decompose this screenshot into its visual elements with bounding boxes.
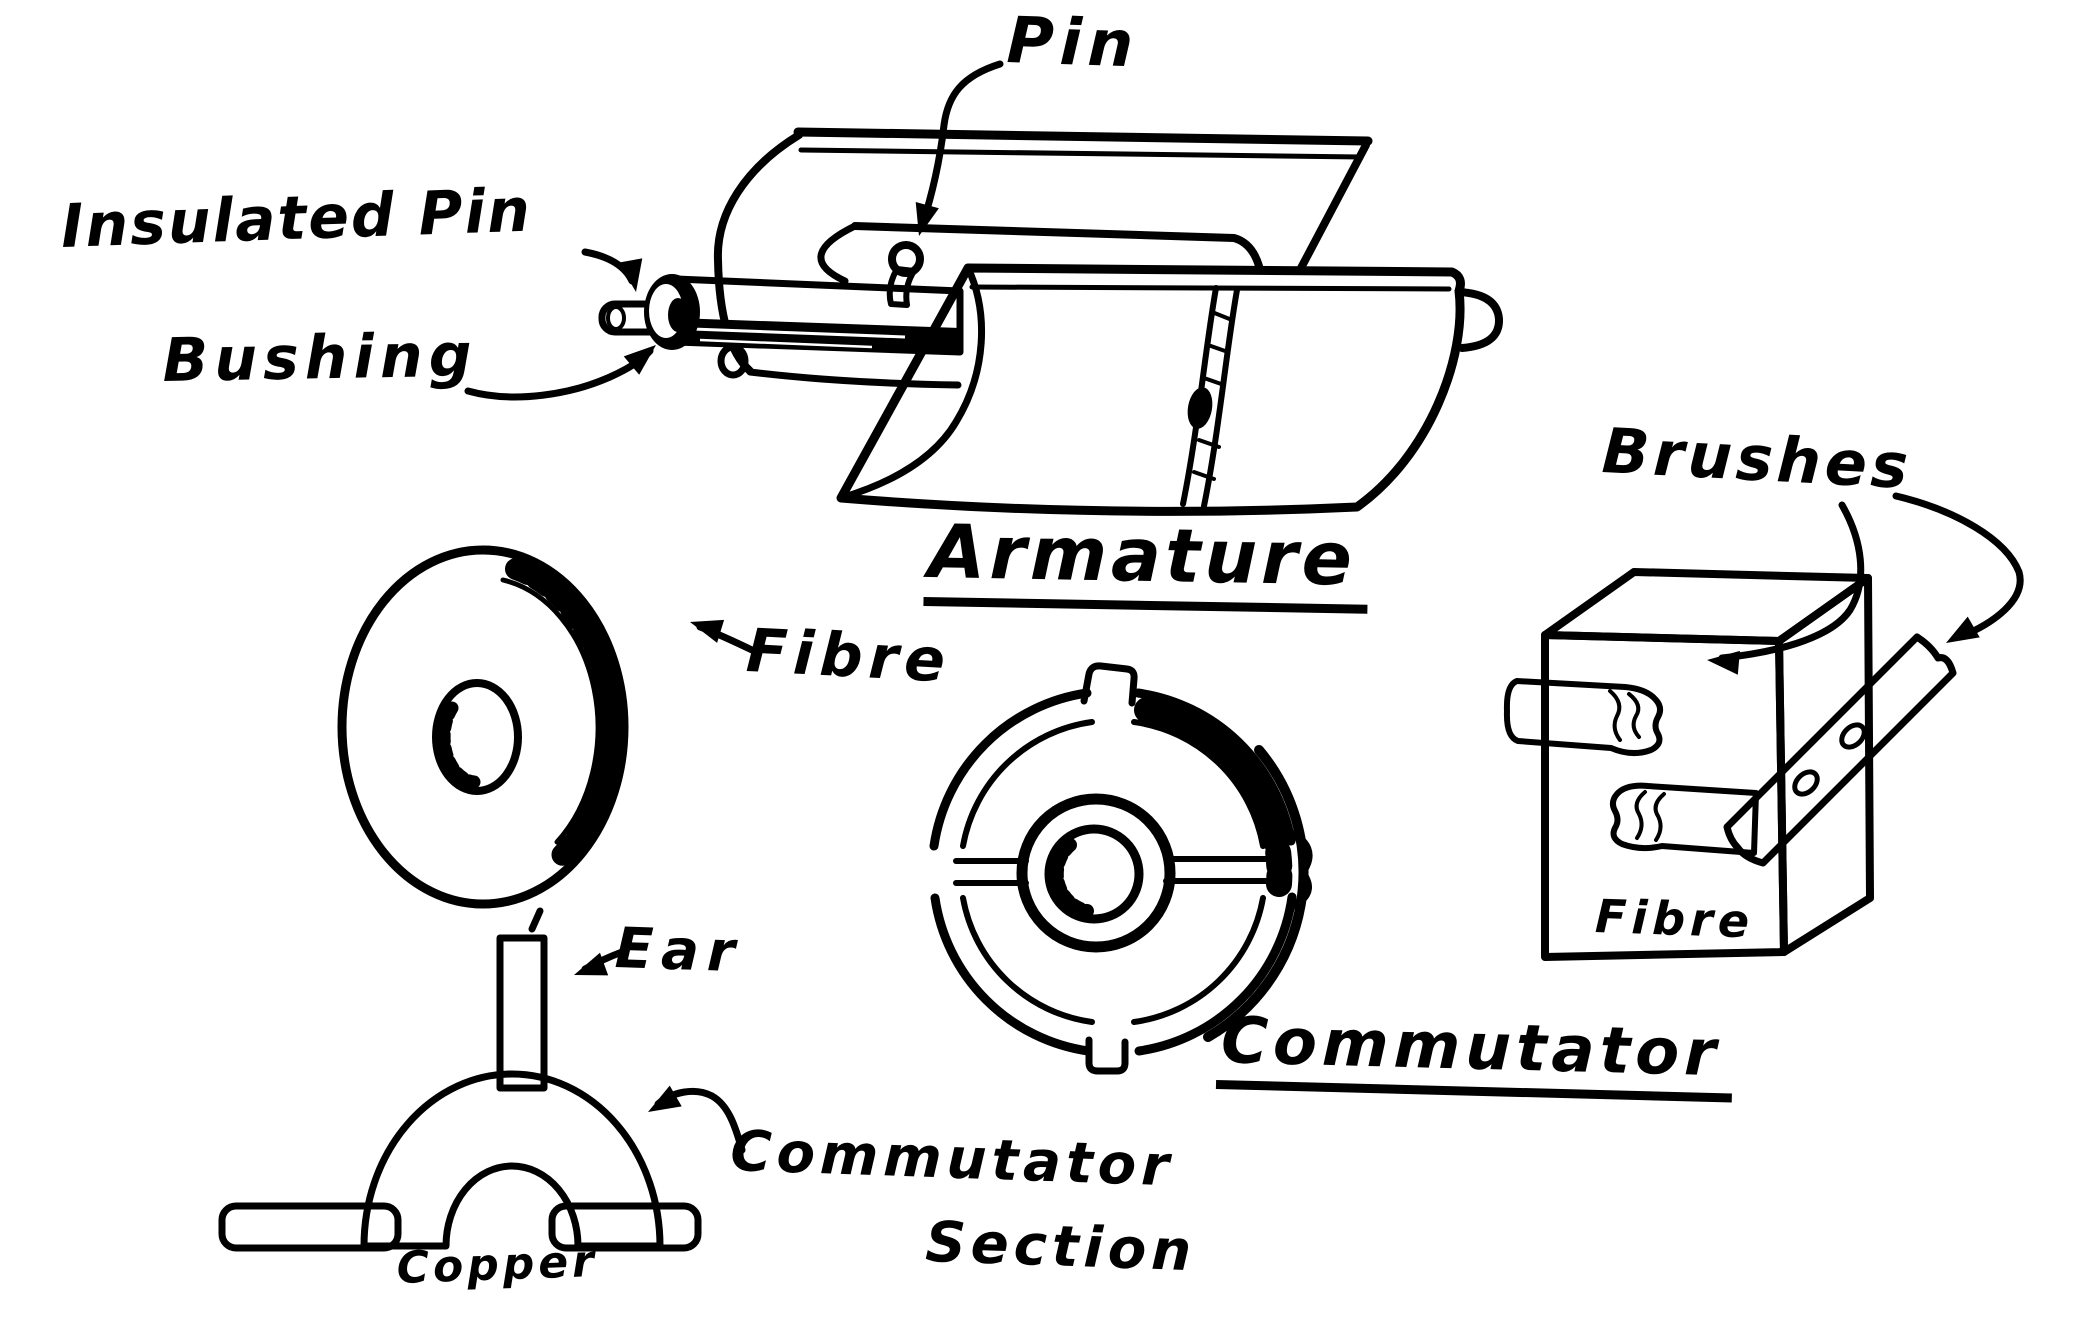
armature-title-text: Armature: [923, 509, 1369, 614]
commutator-top-tab: [1080, 662, 1138, 707]
commutator-section-line2: Section: [924, 1209, 1198, 1285]
armature-title: Armature: [923, 509, 1369, 614]
commutator-drawing: [929, 662, 1313, 1075]
bushing-part: [644, 274, 700, 350]
left-flange: [218, 1202, 402, 1252]
brushes-label: Brushes: [1600, 414, 1914, 504]
shaft-end-hub: [1455, 288, 1503, 352]
block-front-face: [1541, 631, 1788, 961]
armature-shaft: [672, 275, 964, 356]
copper-arch: [360, 1070, 664, 1250]
fibre-disc-drawing: [337, 545, 629, 933]
copper-label: Copper: [395, 1235, 599, 1294]
commutator-bottom-tab: [1085, 1036, 1129, 1075]
fibre-block-label: Fibre: [1594, 889, 1756, 949]
commutator-section-label: Commutator Section: [726, 1110, 1200, 1294]
lower-brush: [1609, 782, 1759, 856]
armature-drawing: [598, 127, 1503, 516]
commutator-section-drawing: [218, 934, 702, 1252]
upper-brush: [1503, 678, 1664, 756]
stray-tick: [528, 907, 544, 933]
leader-arrow-insulated-pin: [581, 248, 648, 295]
leader-arrow-brushes-right: [1892, 492, 2024, 654]
leader-arrow-bushing: [464, 335, 664, 401]
diagonal-brush-strap: [1723, 633, 1957, 867]
ear-stem: [496, 934, 548, 1092]
armature-band: [1180, 285, 1240, 509]
fibre-disc-label: Fibre: [744, 616, 953, 697]
commutator-section-line1: Commutator: [729, 1118, 1175, 1200]
armature-front-shell: [836, 263, 1503, 516]
right-lug: [1286, 830, 1313, 911]
commutator-title-text: Commutator: [1215, 1004, 1734, 1103]
pin-label: Pin: [1005, 4, 1141, 83]
armature-core-drum: [717, 222, 1263, 389]
leader-arrow-ear: [569, 948, 626, 987]
brush-block-drawing: [1503, 568, 1957, 961]
leader-arrow-commutator-section: [642, 1085, 746, 1154]
ear-label: Ear: [613, 916, 744, 986]
bushing-label: Bushing: [161, 320, 479, 396]
pin-part: [886, 241, 924, 308]
commutator-title: Commutator: [1215, 1004, 1734, 1103]
leader-arrow-fibre-disc: [686, 610, 756, 654]
leader-arrow-pin: [907, 60, 1004, 240]
insulated-pin-label: Insulated Pin: [59, 175, 534, 262]
leader-arrow-brushes-left: [1705, 501, 1865, 675]
